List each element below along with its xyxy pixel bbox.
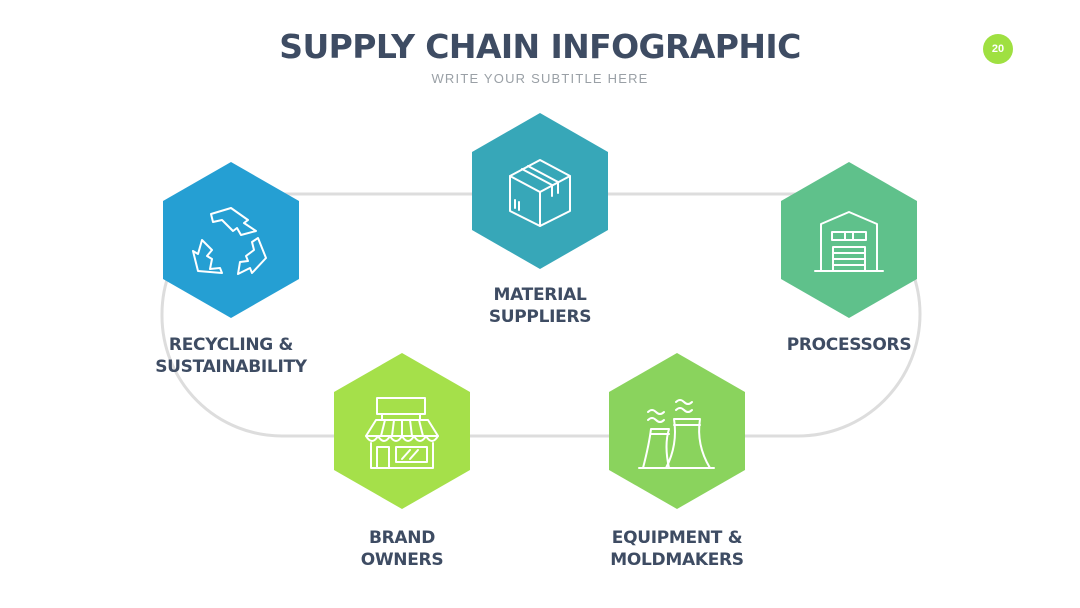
- storefront-icon: [365, 397, 439, 469]
- label-brand: BRAND OWNERS: [322, 527, 482, 571]
- page-title: SUPPLY CHAIN INFOGRAPHIC: [279, 27, 801, 66]
- node-processors: [781, 162, 917, 318]
- equipment-hexagon: [609, 353, 745, 509]
- warehouse-icon: [814, 211, 884, 272]
- page-subtitle: WRITE YOUR SUBTITLE HERE: [431, 71, 649, 86]
- material-label-line1: MATERIAL: [493, 285, 587, 305]
- recycling-label-line1: RECYCLING &: [168, 335, 294, 355]
- page-number-badge: 20: [983, 34, 1013, 64]
- label-equipment: EQUIPMENT & MOLDMAKERS: [587, 527, 767, 571]
- label-processors: PROCESSORS: [769, 334, 929, 356]
- equipment-label-line1: EQUIPMENT &: [611, 528, 743, 548]
- recycle-icon: [192, 207, 267, 275]
- label-material: MATERIAL SUPPLIERS: [460, 284, 620, 328]
- processors-label-line1: PROCESSORS: [786, 335, 912, 355]
- label-recycling: RECYCLING & SUSTAINABILITY: [140, 334, 322, 378]
- equipment-label-line2: MOLDMAKERS: [610, 550, 744, 570]
- material-label-line2: SUPPLIERS: [488, 307, 592, 327]
- node-material: [472, 113, 608, 269]
- box-icon: [509, 159, 571, 227]
- factory-icon: [638, 399, 715, 469]
- node-equipment: [609, 353, 745, 509]
- brand-label-line1: BRAND: [368, 528, 436, 548]
- recycling-label-line2: SUSTAINABILITY: [155, 357, 307, 377]
- node-recycling: [163, 162, 299, 318]
- recycling-hexagon: [163, 162, 299, 318]
- brand-label-line2: OWNERS: [360, 550, 444, 570]
- node-brand: [334, 353, 470, 509]
